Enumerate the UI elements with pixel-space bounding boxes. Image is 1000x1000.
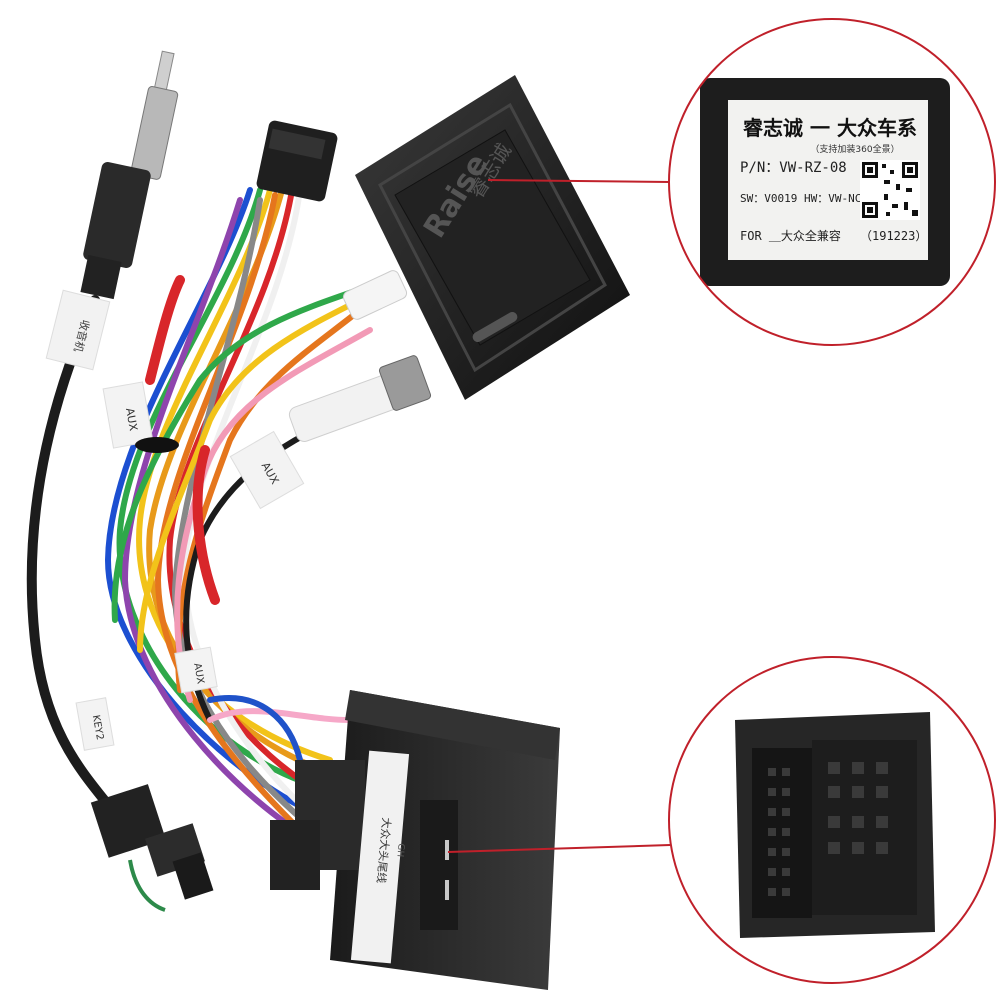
- label-subtitle: （支持加装360全景）: [810, 143, 899, 155]
- label-title: 睿志诚 一 大众车系: [743, 116, 917, 140]
- callout-line-top: [487, 179, 671, 183]
- label-for: FOR ＿大众全兼容: [740, 228, 841, 243]
- connector-pins: [768, 762, 888, 896]
- aux-tag-1: AUX: [123, 407, 140, 432]
- callout-line-bottom: [447, 844, 671, 853]
- antenna-cable: 收音机: [26, 50, 214, 912]
- label-pn: P/N：VW-RZ-08: [740, 160, 847, 176]
- rca-plugs: [288, 270, 432, 442]
- wire-bundle: [104, 187, 388, 863]
- label-callout: 睿志诚 一 大众车系 （支持加装360全景） P/N：VW-RZ-08 SW：V…: [668, 18, 996, 346]
- connector-code: GH: [394, 843, 405, 858]
- connector-tag: 大众大头尾线: [374, 817, 394, 884]
- canbus-box: Raise 睿志诚: [355, 75, 630, 400]
- main-connector: 大众大头尾线 GH: [270, 690, 560, 990]
- connector-callout: [668, 656, 996, 984]
- wire-tags: AUX AUX AUX KEY2: [75, 381, 305, 751]
- qr-code-icon: [860, 160, 920, 220]
- label-sw-hw: SW：V0019 HW：VW-NC03: [740, 192, 875, 205]
- power-plug: [256, 120, 338, 202]
- aux-tag-3: AUX: [191, 662, 206, 685]
- key-tag: KEY2: [90, 714, 105, 741]
- label-date-code: （191223）: [860, 229, 927, 243]
